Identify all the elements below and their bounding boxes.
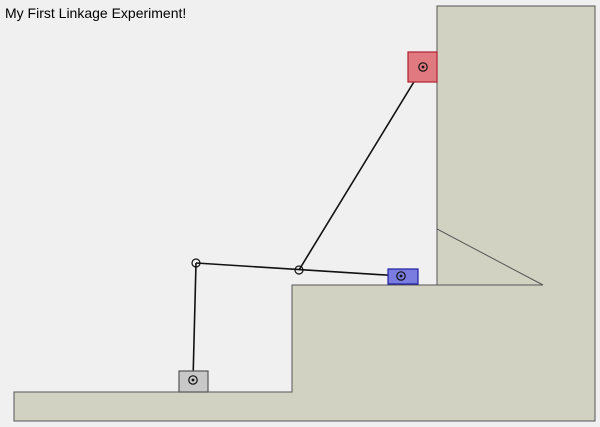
grey-anchor-block[interactable] (178, 370, 209, 393)
pin-icon[interactable] (188, 375, 198, 385)
pin-icon[interactable] (418, 62, 428, 72)
blue-slider-block[interactable] (387, 268, 419, 285)
joint-icon[interactable] (191, 258, 201, 268)
page-title: My First Linkage Experiment! (5, 5, 187, 21)
link-left-to-blue[interactable] (195, 262, 402, 277)
ground-terrain (13, 5, 596, 422)
pin-icon[interactable] (396, 271, 406, 281)
link-left-to-grey[interactable] (192, 262, 197, 381)
link-red-to-middle[interactable] (298, 66, 424, 271)
joint-icon[interactable] (294, 265, 304, 275)
